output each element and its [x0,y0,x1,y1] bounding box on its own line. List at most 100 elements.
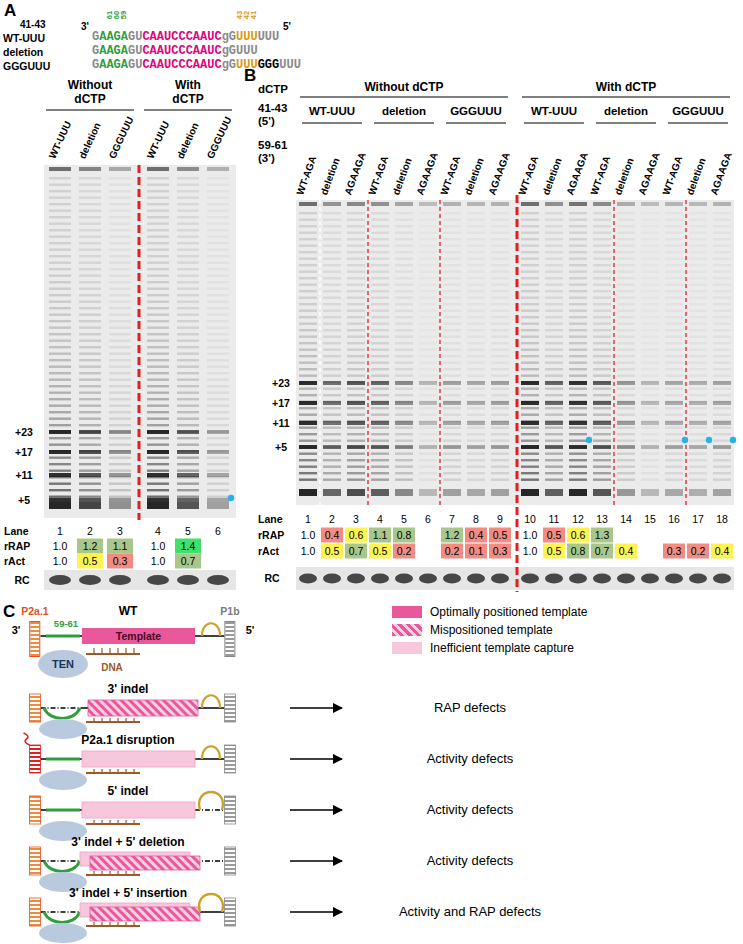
gel-image [299,290,317,292]
gel-image [207,496,229,498]
table-cell: 1.4 [181,540,196,552]
gel-image [689,238,707,240]
gel-divider [138,165,141,520]
gel-image [323,394,341,396]
gel-image [395,388,413,390]
table-cell: 1.0 [523,529,538,541]
gel-image [713,245,731,247]
gel-image [569,489,587,496]
gel-image [109,177,131,179]
gel-image [177,366,199,368]
gel-image [299,362,317,364]
gel-image [521,489,539,496]
gel-image [617,375,635,377]
lane-label: AGAAGA [414,150,440,196]
gel-image [593,277,611,279]
gel-image [617,284,635,286]
gel-image [395,440,413,442]
gel-image [323,212,341,214]
gel-image [689,446,707,448]
gel-image [207,210,229,212]
gel-image [395,245,413,247]
gel-image [395,225,413,227]
lane-number: 1 [57,525,63,537]
gel-image [147,236,169,238]
gel-image [299,381,317,385]
gel-image [545,489,563,496]
gel-image [545,440,563,442]
gel-image [467,466,485,468]
gel-image [467,459,485,461]
gel-image [395,271,413,273]
gel-image [49,294,71,296]
gel-image [593,251,611,253]
gel-image [713,394,731,396]
legend-swatch [392,624,422,636]
gel-image [593,466,611,468]
gel-image [147,463,169,465]
gel-image [299,202,317,206]
end-label: 5' [283,21,291,33]
gel-image [617,264,635,266]
helix-box: P1b [220,605,239,657]
gel-image [443,271,461,273]
gel-image [323,238,341,240]
gel-image [641,479,659,481]
gel-image [419,284,437,286]
gel-image [491,355,509,357]
gel-image [207,327,229,329]
gel-image [371,284,389,286]
gel-image [641,303,659,305]
lane-number: 1 [305,513,311,525]
table-cell-color [77,528,733,569]
gel-image [617,427,635,429]
mechanism-schematic [44,708,80,719]
gel-image [545,290,563,292]
table-cell: 0.2 [397,545,412,557]
gel-image [49,463,71,465]
end-label: 3' [81,21,89,33]
mechanism-schematic [101,820,102,824]
mechanism-schematic [225,694,236,722]
gel-image [79,301,101,303]
gel-image [419,258,437,260]
gel-divider [516,195,519,592]
gel-image [593,445,611,449]
gel-image [109,353,131,355]
mechanism-schematic [90,907,200,921]
gel-image [177,496,199,498]
gel-image [395,290,413,292]
gel-image [371,381,389,385]
gel-image [467,258,485,260]
gel-image [79,498,101,502]
gel-image [545,342,563,344]
gel-image [79,473,101,477]
gel-image [593,355,611,357]
gel-image [207,473,229,477]
gel-image [371,362,389,364]
lane-label: deletion [612,156,636,196]
gel-image [299,212,317,214]
gel-divider [439,200,440,505]
gel-image [147,489,169,491]
gel-image [109,372,131,374]
gel-image [207,301,229,303]
gel-image [593,440,611,442]
gel-image [713,375,731,377]
gel-image [665,407,683,409]
gel-image [299,433,317,435]
gel-image [323,349,341,351]
gel-image [299,440,317,442]
gel-image [665,427,683,429]
end-label: 3' [12,624,21,637]
gel-image [147,190,169,192]
gel-image [395,329,413,331]
gel-image [299,284,317,286]
gel-image [467,349,485,351]
gel-image [177,444,199,446]
gel-image [689,212,707,214]
gel-image [545,394,563,396]
lane-number: 4 [377,513,383,525]
gel-image [617,290,635,292]
gel-image [207,307,229,309]
